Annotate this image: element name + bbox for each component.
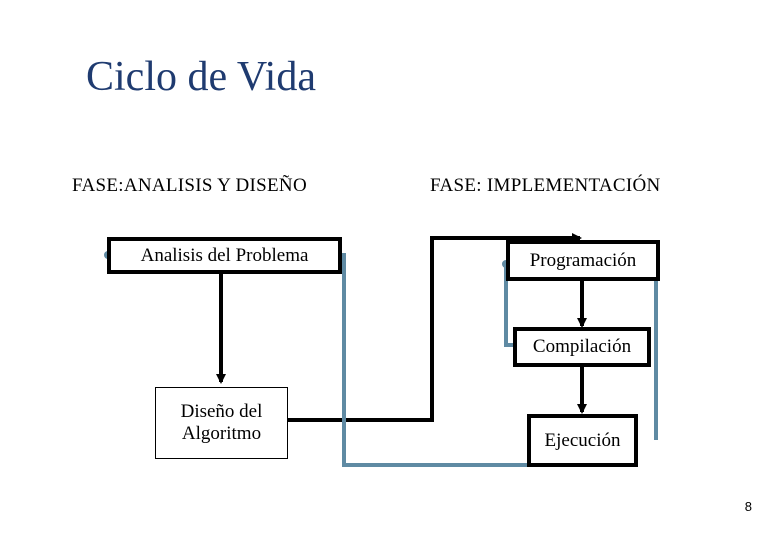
step-algorithm-design-label-line2: Algoritmo bbox=[181, 423, 262, 444]
step-compilation: Compilación bbox=[513, 327, 651, 367]
step-problem-analysis-label: Analisis del Problema bbox=[140, 244, 309, 266]
step-compilation-label: Compilación bbox=[532, 336, 632, 358]
step-programming: Programación bbox=[506, 240, 660, 281]
step-execution-label: Ejecución bbox=[544, 429, 621, 451]
step-algorithm-design: Diseño del Algoritmo bbox=[155, 387, 288, 459]
arrow-design-to-programming bbox=[288, 233, 582, 422]
step-algorithm-design-label-line1: Diseño del bbox=[180, 401, 263, 423]
feedback-compilation-to-programming bbox=[504, 264, 513, 347]
step-execution: Ejecución bbox=[527, 414, 638, 467]
phase-implementation-heading: FASE: IMPLEMENTACIÓN bbox=[430, 175, 661, 196]
step-programming-label: Programación bbox=[529, 249, 637, 271]
page-number: 8 bbox=[744, 499, 752, 514]
phase-analysis-design-heading: FASE:ANALISIS Y DISEÑO bbox=[72, 175, 307, 196]
slide-title: Ciclo de Vida bbox=[86, 54, 316, 100]
step-problem-analysis: Analisis del Problema bbox=[107, 237, 342, 274]
